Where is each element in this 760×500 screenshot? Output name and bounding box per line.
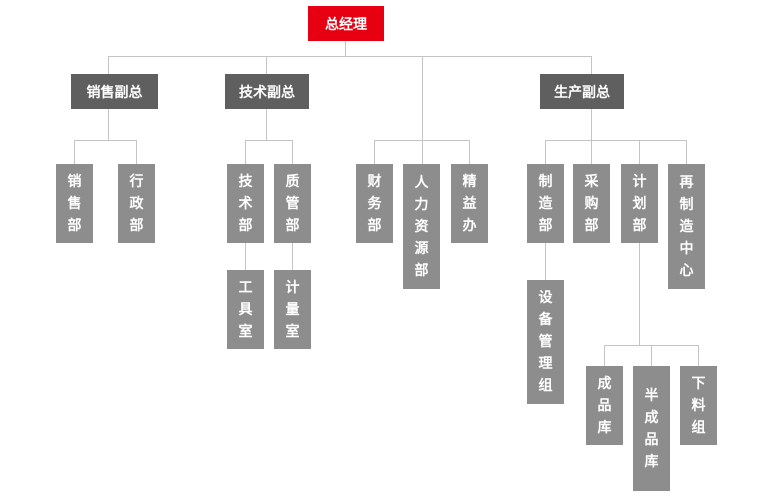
dept-label: 人力资源部	[414, 174, 429, 279]
tech-dept-box: 技术部	[227, 164, 264, 243]
dept-label: 设备管理组	[538, 290, 553, 394]
lean-office-box: 精益办	[451, 164, 488, 243]
dept-label: 采购部	[584, 173, 599, 234]
dept-label: 计量室	[285, 279, 300, 340]
manufacturing-dept-box: 制造部	[527, 164, 564, 243]
remanufacturing-center-box: 再制造中心	[668, 164, 705, 289]
finished-goods-store-box: 成品库	[586, 366, 623, 445]
planning-dept-box: 计划部	[621, 164, 658, 243]
ceo-box: 总经理	[308, 6, 384, 41]
dept-label: 行政部	[129, 173, 144, 234]
hr-dept-box: 人力资源部	[403, 164, 440, 289]
metrology-room-box: 计量室	[274, 270, 311, 349]
dept-label: 质管部	[285, 173, 300, 234]
dept-label: 工具室	[238, 279, 253, 340]
tech-vp-box: 技术副总	[225, 74, 309, 109]
dept-label: 计划部	[632, 173, 647, 234]
sales-vp-label: 销售副总	[86, 84, 143, 101]
dept-label: 精益办	[462, 173, 477, 234]
purchasing-dept-box: 采购部	[573, 164, 610, 243]
dept-label: 制造部	[538, 173, 553, 234]
dept-label: 财务部	[367, 173, 382, 234]
qc-dept-box: 质管部	[274, 164, 311, 243]
dept-label: 销售部	[67, 173, 82, 234]
production-vp-label: 生产副总	[554, 84, 610, 101]
admin-dept-box: 行政部	[118, 164, 155, 243]
cutting-team-box: 下料组	[680, 366, 717, 445]
dept-label: 半成品库	[644, 387, 659, 470]
production-vp-box: 生产副总	[540, 74, 624, 109]
sales-dept-box: 销售部	[56, 164, 93, 243]
dept-label: 成品库	[597, 375, 612, 436]
equipment-team-box: 设备管理组	[527, 280, 564, 404]
sales-vp-box: 销售副总	[71, 74, 158, 109]
ceo-label: 总经理	[325, 16, 367, 33]
dept-label: 下料组	[691, 375, 706, 436]
tech-vp-label: 技术副总	[239, 84, 295, 101]
dept-label: 技术部	[238, 173, 253, 234]
semi-finished-store-box: 半成品库	[633, 366, 670, 491]
dept-label: 再制造中心	[679, 174, 694, 279]
finance-dept-box: 财务部	[356, 164, 393, 243]
tool-room-box: 工具室	[227, 270, 264, 349]
